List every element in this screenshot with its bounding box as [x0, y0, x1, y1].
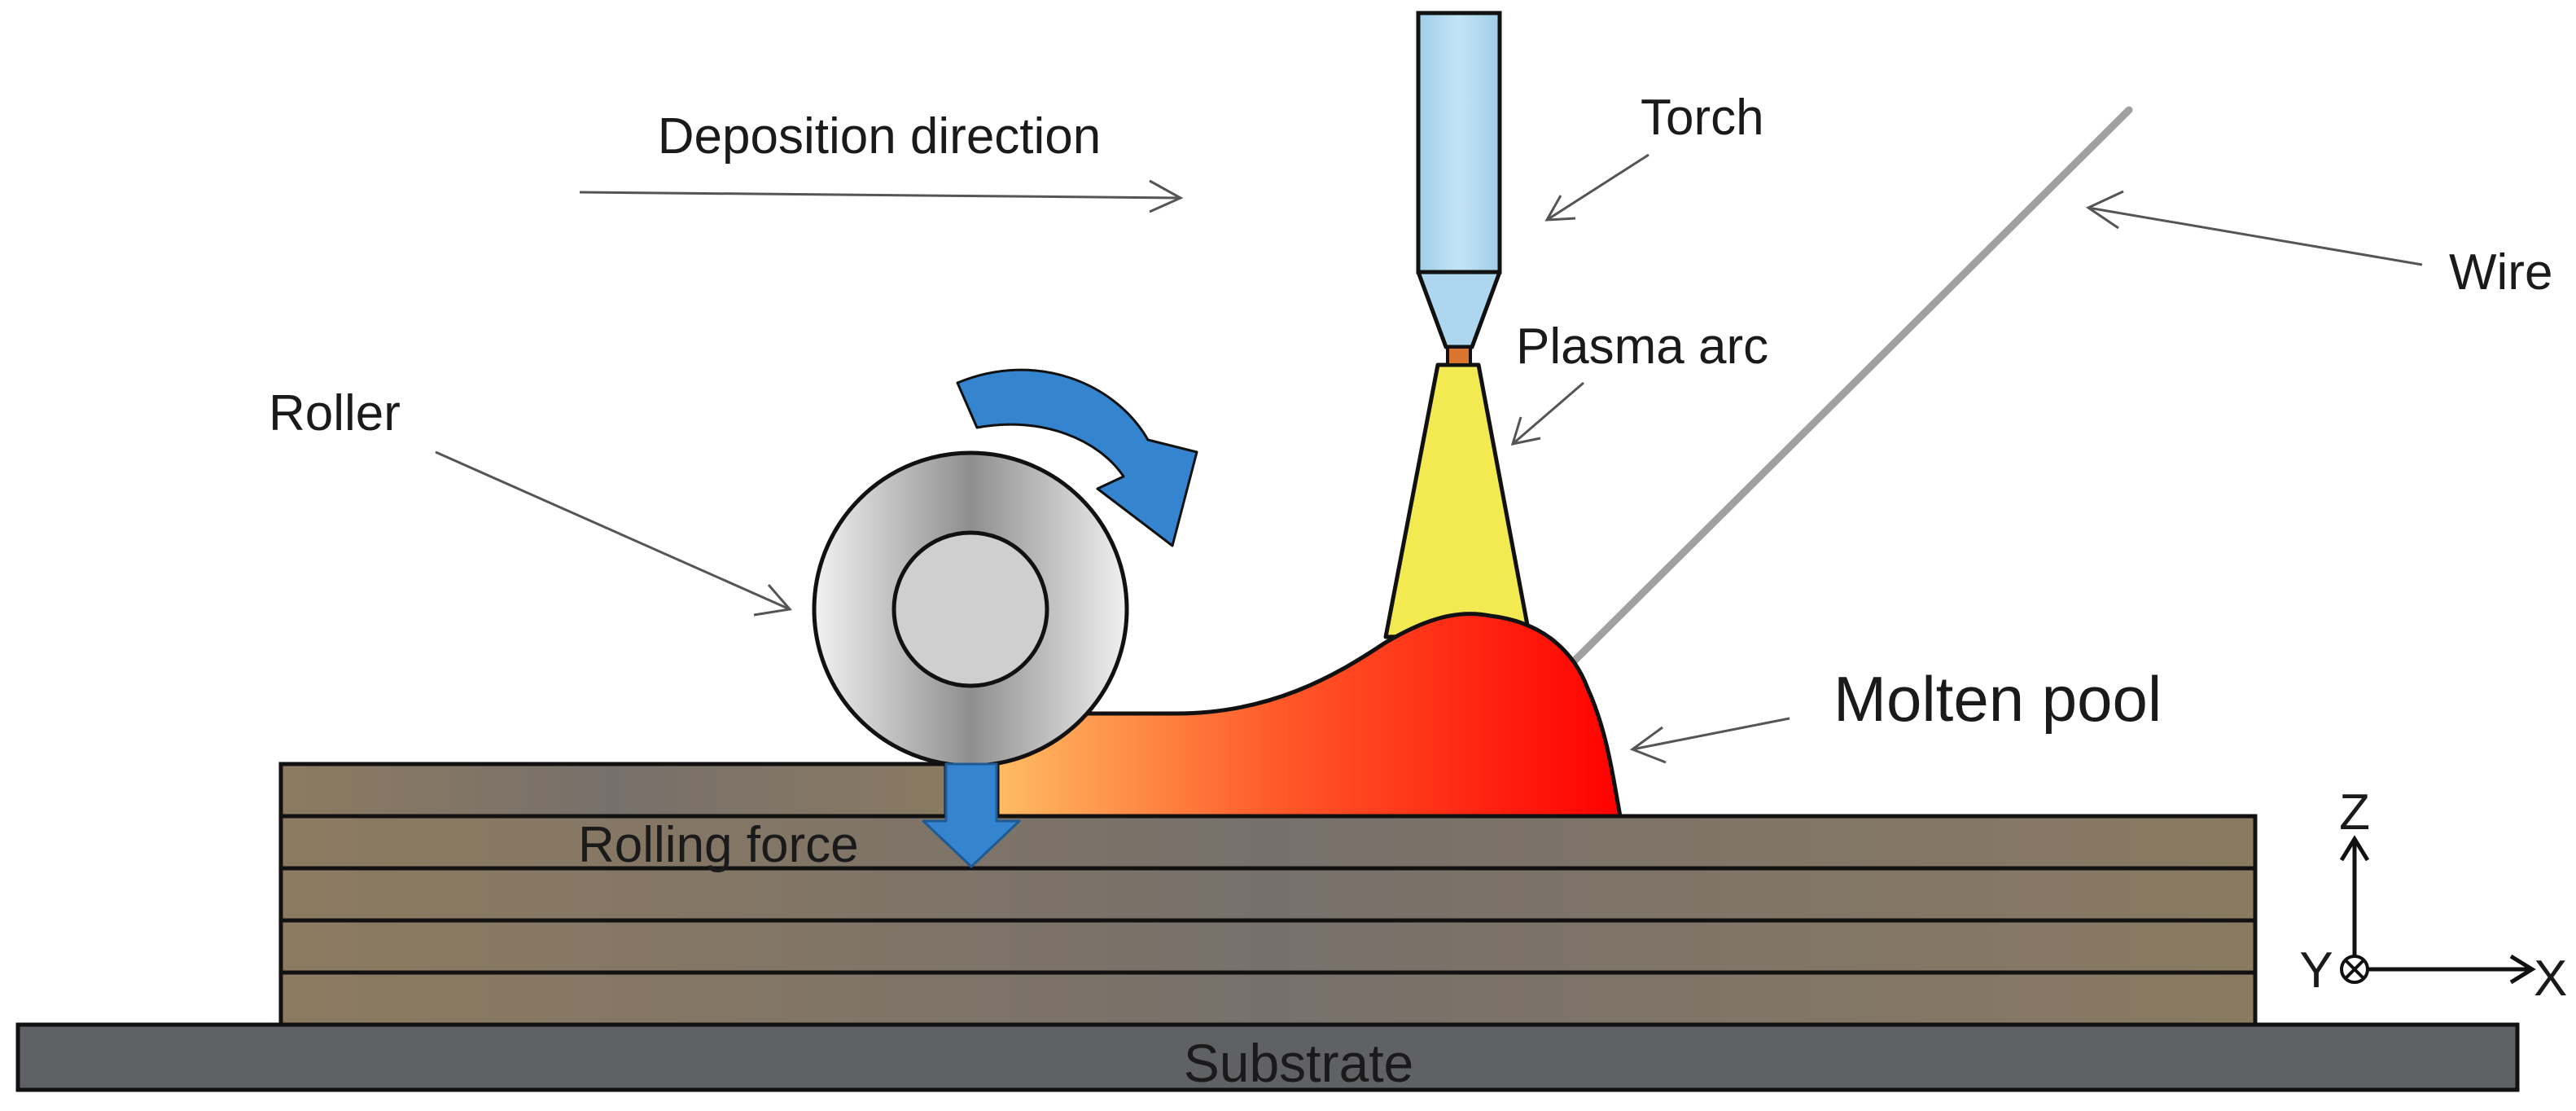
layer-1 [278, 970, 2258, 1027]
roller-rotation-arrow [956, 368, 1198, 547]
substrate: Substrate [15, 1022, 2520, 1093]
axis-y-label: Y [2299, 942, 2333, 999]
molten-pool-leader [1629, 717, 1790, 764]
torch-body [1416, 11, 1502, 274]
torch-electrode-tip [1446, 345, 1472, 367]
axis-x-label: X [2534, 951, 2567, 1007]
layer-4 [278, 814, 2258, 871]
torch-label: Torch [1641, 90, 1764, 146]
wire-leader [2085, 190, 2423, 266]
plasma-arc [1383, 362, 1531, 639]
wire-label: Wire [2449, 244, 2552, 301]
layer-2 [278, 918, 2258, 975]
substrate-label: Substrate [1184, 1033, 1414, 1093]
rolling-force-label: Rolling force [578, 817, 859, 873]
plasma-arc-leader [1510, 381, 1584, 446]
plasma-arc-label: Plasma arc [1516, 318, 1768, 375]
deposition-direction-arrow [579, 179, 1184, 213]
roller-label: Roller [269, 385, 401, 441]
roller-hub [892, 530, 1049, 688]
deposition-direction-label: Deposition direction [658, 108, 1102, 165]
layer-top-rolled [278, 762, 948, 819]
torch-leader [1544, 153, 1649, 222]
axis-z-label: Z [2339, 784, 2370, 841]
coordinate-axes: Z Y X [2299, 784, 2567, 1007]
torch [1416, 11, 1502, 367]
wire [1567, 106, 2133, 668]
deposited-layers [278, 762, 2258, 1027]
molten-pool-label: Molten pool [1833, 663, 2162, 735]
roller [812, 450, 1129, 768]
layer-3 [278, 866, 2258, 923]
rolling-force-arrow [922, 762, 1021, 868]
molten-pool [995, 612, 1623, 819]
torch-nozzle [1416, 270, 1502, 349]
roller-leader [435, 450, 792, 617]
